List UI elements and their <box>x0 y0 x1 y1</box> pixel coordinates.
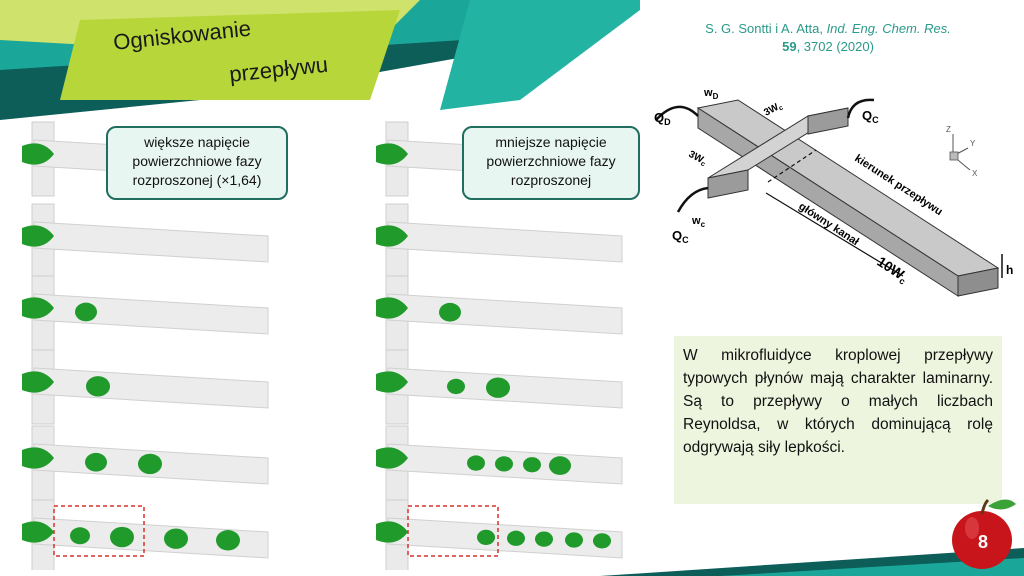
callout-higher-tension: większe napięcie powierzchniowe fazy roz… <box>106 126 288 200</box>
apple-leaf <box>988 499 1016 510</box>
banner-teal-triangle <box>440 0 640 110</box>
dispersed-phase-inlet <box>22 143 54 165</box>
main-channel <box>387 517 623 559</box>
three-wc-left-label: 3Wc <box>686 149 708 169</box>
highlight-box <box>407 505 499 557</box>
channel-diagram: QD wD 3Wc 3Wc QC QC wc kierunek przepływ… <box>654 87 1013 297</box>
banner-lime-panel <box>60 10 400 100</box>
droplet <box>467 455 485 471</box>
wd-label: wD <box>703 87 719 101</box>
droplet <box>85 452 107 472</box>
axis-cube <box>949 151 959 161</box>
highlight-box <box>53 505 145 557</box>
droplet <box>110 526 134 548</box>
droplet <box>549 456 571 475</box>
cross-channel-end <box>707 169 749 199</box>
qd-label: QD <box>654 110 671 127</box>
citation-pages: , 3702 (2020) <box>796 39 874 54</box>
h-label: h <box>1006 263 1013 277</box>
citation-volume: 59 <box>782 39 797 54</box>
axis-x-label: X <box>972 169 978 178</box>
citation-journal: Ind. Eng. Chem. Res. <box>826 21 951 36</box>
bottom-teal-stripe <box>720 558 1024 576</box>
main-channel <box>33 293 269 335</box>
main-channel <box>33 367 269 409</box>
dispersed-phase-inlet <box>22 297 54 319</box>
droplet <box>495 456 513 472</box>
droplet <box>75 302 97 322</box>
droplet <box>70 527 90 545</box>
dispersed-phase-inlet <box>22 521 54 543</box>
droplet <box>535 531 553 547</box>
droplet <box>447 378 465 395</box>
main-channel <box>387 221 623 263</box>
dispersed-phase-inlet <box>376 143 408 165</box>
axis-z-label: Z <box>946 125 951 134</box>
droplet <box>138 453 162 475</box>
droplet <box>439 302 461 322</box>
apple-highlight <box>965 517 979 539</box>
info-box: W mikrofluidyce kroplowej przepływy typo… <box>674 336 1002 504</box>
main-channel-length-line <box>765 192 904 277</box>
callout-lower-tension: mniejsze napięcie powierzchniowe fazy ro… <box>462 126 640 200</box>
main-channel <box>33 221 269 263</box>
dispersed-phase-inlet <box>376 225 408 247</box>
dispersed-phase-inlet <box>376 521 408 543</box>
dispersed-phase-inlet <box>22 371 54 393</box>
qc-bottom-inflow-arrow <box>676 186 709 213</box>
wc-label: wc <box>691 215 706 229</box>
dispersed-phase-inlet <box>22 225 54 247</box>
dispersed-phase-inlet <box>376 371 408 393</box>
three-wc-top-label: 3Wc <box>762 100 784 120</box>
droplet <box>164 528 188 549</box>
droplet <box>486 377 510 398</box>
axis-y-label: Y <box>970 139 976 148</box>
droplet <box>593 533 611 549</box>
slide-number: 8 <box>977 532 988 552</box>
bottom-decoration <box>600 548 1024 576</box>
qc-top-inflow-arrow <box>846 98 875 119</box>
cross-channel-far-end <box>807 107 849 135</box>
dispersed-phase-inlet <box>22 447 54 469</box>
qc-top-label: QC <box>862 108 879 125</box>
title-banner <box>0 0 640 120</box>
droplet <box>216 530 240 551</box>
flow-direction-dashes <box>767 149 817 183</box>
citation-authors: S. G. Sontti i A. Atta, <box>705 21 827 36</box>
main-channel <box>387 293 623 335</box>
droplet <box>86 376 110 397</box>
citation: S. G. Sontti i A. Atta, Ind. Eng. Chem. … <box>668 20 988 56</box>
apple-stem <box>980 498 990 515</box>
qd-inflow-arrow <box>655 105 699 121</box>
dispersed-phase-inlet <box>376 297 408 319</box>
droplet <box>477 529 495 546</box>
droplet <box>523 457 541 473</box>
droplet <box>507 530 525 546</box>
dispersed-phase-inlet <box>376 447 408 469</box>
qc-bottom-label: QC <box>672 228 689 245</box>
droplet <box>565 532 583 548</box>
apple-icon <box>952 498 1016 569</box>
